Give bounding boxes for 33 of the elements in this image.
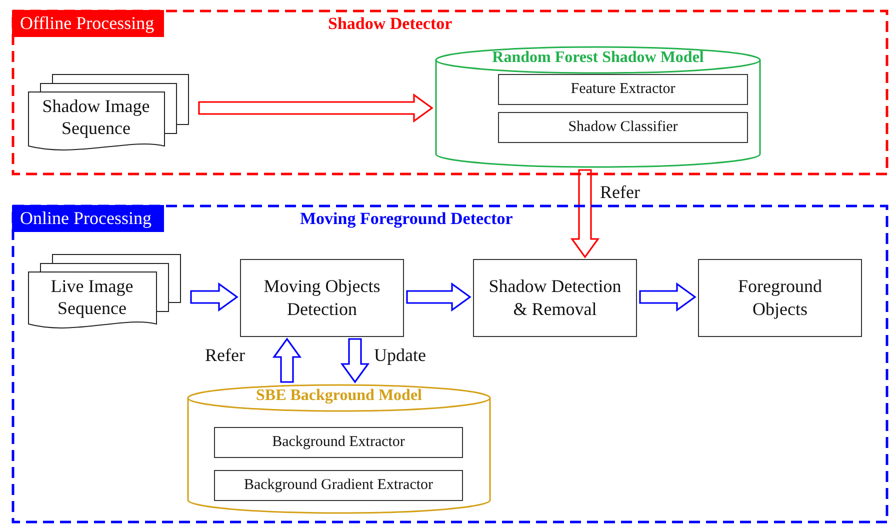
database-cylinder: [187, 384, 491, 514]
region-tab: Online Processing: [12, 205, 164, 232]
component-box: [214, 427, 463, 458]
block-arrow: [340, 338, 370, 384]
box-label: Foreground Objects: [737, 274, 823, 321]
database-cylinder: [435, 46, 761, 168]
process-box: [473, 259, 637, 337]
component-box: [214, 470, 463, 501]
process-box: [698, 259, 862, 337]
box-label: Moving Objects Detection: [262, 274, 382, 321]
model-title: Random Forest Shadow Model: [491, 49, 705, 67]
component-box: [498, 112, 748, 143]
model-title: SBE Background Model: [255, 387, 423, 405]
box-label: Background Gradient Extractor: [242, 476, 434, 495]
block-arrow: [272, 338, 302, 383]
block-arrow: [406, 282, 472, 312]
dashed-region: [12, 205, 888, 523]
box-label: Shadow Classifier: [567, 118, 679, 137]
region-title: Shadow Detector: [328, 14, 452, 34]
block-arrow: [190, 282, 238, 312]
box-label: Shadow Detection & Removal: [488, 274, 622, 321]
region-title: Moving Foreground Detector: [300, 209, 513, 229]
document-label: Live Image Sequence: [50, 276, 134, 320]
box-label: Background Extractor: [271, 432, 406, 452]
dashed-region: [12, 10, 888, 175]
block-arrow: [570, 169, 600, 258]
region-tab: Offline Processing: [12, 10, 164, 37]
component-box: [498, 74, 748, 105]
process-box: [240, 259, 404, 337]
block-arrow: [198, 93, 434, 123]
block-arrow: [639, 282, 696, 312]
box-label: Feature Extractor: [570, 80, 676, 99]
document-label: Shadow Image Sequence: [41, 96, 151, 140]
